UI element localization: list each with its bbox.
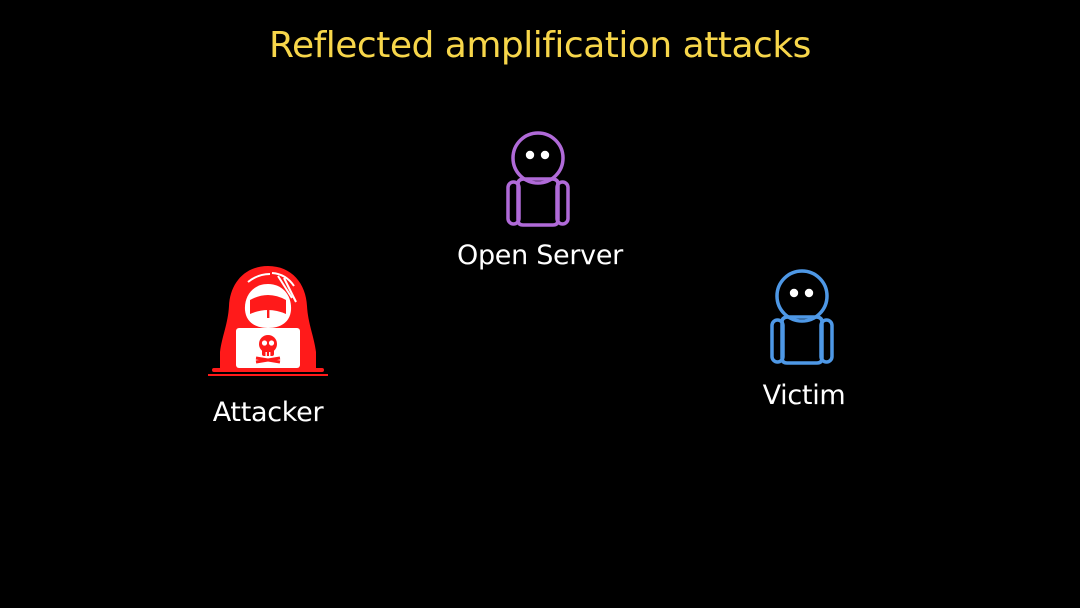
slide-title: Reflected amplification attacks [269,25,811,66]
open-server-label: Open Server [457,240,623,271]
attacker-hacker-icon [208,266,328,376]
victim-label: Victim [762,380,846,411]
open-server-person-icon [506,131,570,227]
attacker-label: Attacker [212,397,324,428]
victim-person-icon [770,269,834,365]
